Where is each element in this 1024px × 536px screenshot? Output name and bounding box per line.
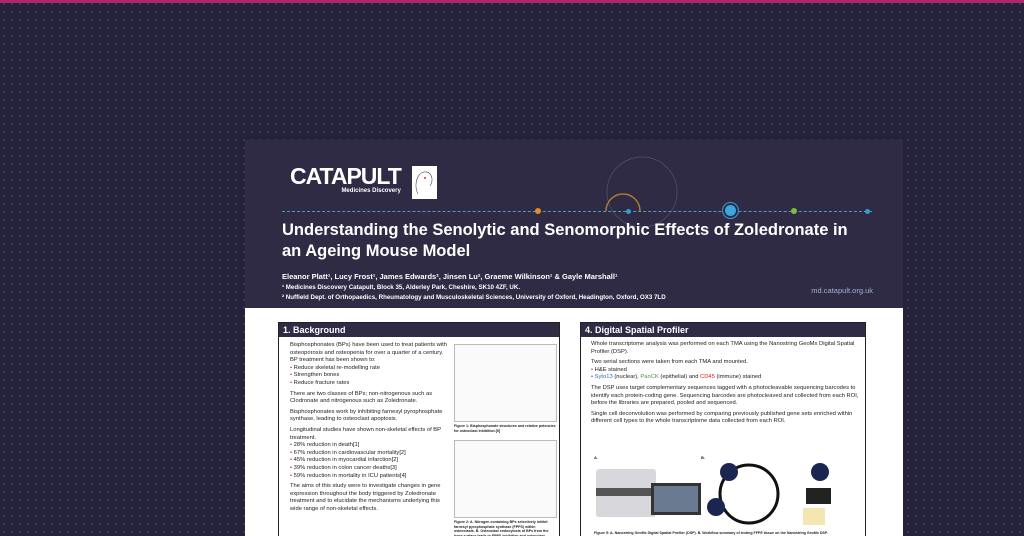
affiliation-1: ¹ Medicines Discovery Catapult, Block 35…: [282, 284, 521, 291]
figure-2-pathway: [454, 440, 557, 518]
list-item: H&E stained: [591, 367, 859, 375]
partner-logo: [412, 166, 437, 199]
figure-5-caption: Figure 5: A. Nanostring GeoMx Digital Sp…: [594, 531, 828, 535]
panel-heading: 1. Background: [279, 323, 559, 337]
paragraph: Single cell deconvolution was performed …: [591, 410, 853, 425]
website-link[interactable]: md.catapult.org.uk: [811, 286, 873, 295]
paragraph: Bisphosphonates work by inhibiting farne…: [290, 408, 443, 423]
panel-heading: 4. Digital Spatial Profiler: [581, 323, 865, 337]
timeline-node: [865, 209, 870, 214]
decorative-arcs: [605, 156, 678, 228]
cd45-label: CD45: [700, 374, 715, 381]
text: (epithelial) and: [658, 374, 701, 381]
syto13-label: Syto13: [594, 374, 613, 381]
top-accent-line: [0, 0, 1024, 3]
list-item: 67% reduction in cardiovascular mortalit…: [290, 450, 448, 458]
figure-label-a: A.: [594, 455, 598, 460]
list-item: 59% reduction in mortality in ICU patien…: [290, 473, 448, 481]
timeline-node: [725, 205, 736, 216]
figure-2-caption: Figure 2: A. Nitrogen containing BPs sel…: [454, 520, 549, 536]
paragraph: Bisphosphonates (BPs) have been used to …: [290, 342, 447, 364]
dsp-instrument-and-workflow-figure: [596, 463, 831, 525]
timeline-node: [626, 209, 631, 214]
list-item: Reduce fracture rates: [290, 380, 448, 388]
figure-1-structures: [454, 344, 557, 422]
list-item: Syto13 (nuclear), PanCK (epithelial) and…: [591, 374, 859, 382]
list-item: 39% reduction in colon cancer deaths[3]: [290, 465, 448, 473]
dsp-panel: 4. Digital Spatial Profiler Whole transc…: [580, 322, 866, 536]
list-item: 28% reduction in death[1]: [290, 442, 448, 450]
authors: Eleanor Platt¹, Lucy Frost¹, James Edwar…: [282, 272, 618, 281]
paragraph: Longitudinal studies have shown non-skel…: [290, 426, 441, 441]
logo-subtitle: Medicines Discovery: [341, 188, 401, 194]
affiliation-2: ² Nuffield Dept. of Orthopaedics, Rheuma…: [282, 294, 666, 301]
figure-label-b: B.: [701, 455, 705, 460]
figure-1-caption: Figure 1: Bisphosphonate structures and …: [454, 424, 556, 433]
dsp-text: Whole transcriptome analysis was perform…: [591, 341, 859, 429]
list-item: 45% reduction in myocardial infarction[2…: [290, 457, 448, 465]
poster-title: Understanding the Senolytic and Senomorp…: [282, 221, 848, 260]
background-text: Bisphosphonates (BPs) have been used to …: [290, 342, 448, 516]
paragraph: The aims of this study were to investiga…: [290, 483, 441, 512]
paragraph: The DSP uses target complementary sequen…: [591, 384, 859, 407]
paragraph: There are two classes of BPs; non-nitrog…: [290, 390, 433, 405]
logo-text: CATAPULT: [290, 163, 402, 189]
paragraph: Two serial sections were taken from each…: [591, 359, 748, 366]
panck-label: PanCK: [640, 374, 659, 381]
list-item: Strengthen bones: [290, 372, 448, 380]
background-panel: 1. Background Bisphosphonates (BPs) have…: [278, 322, 560, 536]
timeline-node: [791, 208, 797, 214]
paragraph: Whole transcriptome analysis was perform…: [591, 341, 855, 355]
text: (nuclear),: [612, 374, 641, 381]
text: (immune) stained: [714, 374, 762, 381]
list-item: Reduce skeletal re-modelling rate: [290, 365, 448, 373]
timeline-line: [282, 211, 872, 212]
timeline-node: [535, 208, 541, 214]
